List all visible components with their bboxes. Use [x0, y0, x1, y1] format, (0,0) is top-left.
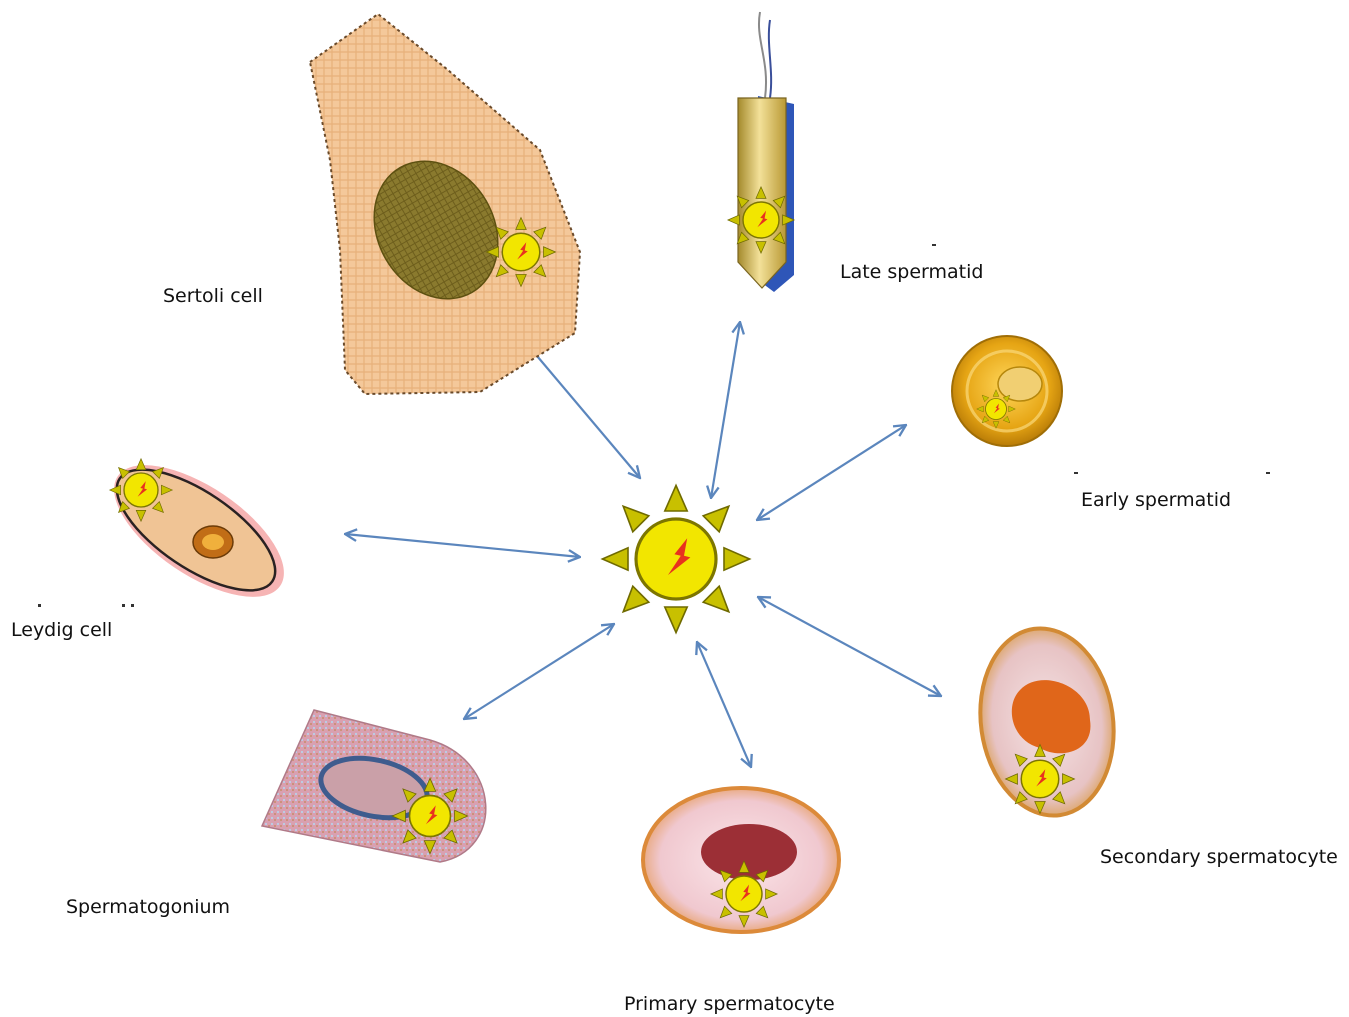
arrow-secondary [758, 597, 941, 696]
leydig-cell-illustration [93, 440, 305, 623]
label-leydig-cell: Leydig cell [11, 619, 112, 641]
arrow-late-spermatid [711, 322, 740, 498]
arrow-primary [697, 642, 751, 767]
secondary-spermatocyte-illustration [969, 620, 1126, 825]
label-spermatogonium: Spermatogonium [66, 896, 230, 918]
primary-spermatocyte-illustration [643, 788, 839, 932]
label-early-spermatid: Early spermatid [1081, 489, 1231, 511]
arrow-early-spermatid [757, 425, 906, 520]
label-late-spermatid: Late spermatid [840, 261, 983, 283]
late-spermatid-illustration [728, 12, 794, 292]
arrow-sertoli [521, 337, 640, 478]
spermatogonium-illustration [262, 710, 486, 862]
label-primary-spermatocyte: Primary spermatocyte [624, 993, 835, 1015]
sertoli-cell-illustration [310, 14, 580, 394]
central-sun-icon [602, 485, 749, 632]
arrow-spermatogonium [464, 624, 614, 719]
early-spermatid-illustration [952, 336, 1062, 446]
label-secondary-spermatocyte: Secondary spermatocyte [1100, 846, 1338, 868]
arrow-leydig [345, 534, 580, 557]
label-sertoli-cell: Sertoli cell [163, 285, 263, 307]
